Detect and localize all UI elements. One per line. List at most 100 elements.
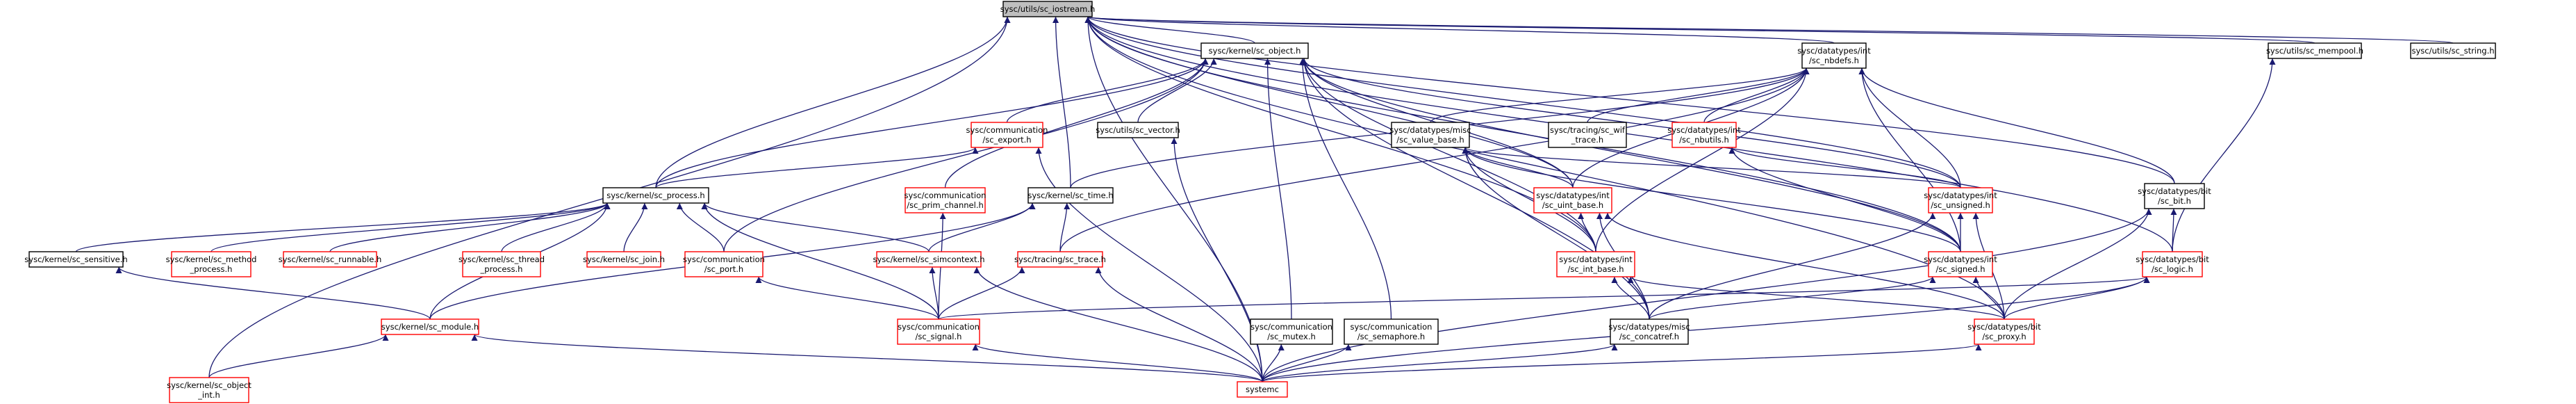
node-box[interactable] [1002, 1, 1093, 17]
node-box[interactable] [1533, 187, 1612, 213]
node-sc-mempool[interactable]: sysc/utils/sc_mempool.h [2266, 42, 2363, 59]
edge-sc_unsigned-to-sc_nbutils [1728, 147, 1961, 188]
node-sc-semaphore[interactable]: sysc/communication/sc_semaphore.h [1344, 318, 1439, 345]
node-box[interactable] [283, 251, 377, 268]
node-sc-concatref[interactable]: sysc/datatypes/misc/sc_concatref.h [1608, 318, 1690, 345]
node-box[interactable] [1928, 251, 1993, 277]
node-box[interactable] [28, 251, 124, 268]
node-sc-signed[interactable]: sysc/datatypes/int/sc_signed.h [1924, 251, 1997, 277]
node-sc-uint-base[interactable]: sysc/datatypes/int/sc_uint_base.h [1533, 187, 1612, 213]
node-box[interactable] [684, 251, 763, 277]
node-sc-iostream[interactable]: sysc/utils/sc_iostream.h [1000, 1, 1096, 17]
node-box[interactable] [1610, 318, 1689, 345]
node-sc-mutex[interactable]: sysc/communication/sc_mutex.h [1250, 318, 1333, 345]
node-box[interactable] [381, 318, 479, 335]
edge-sc_concatref-to-sc_unsigned [1649, 212, 1936, 320]
node-box[interactable] [2268, 42, 2362, 59]
edge-sc_concatref-to-sc_int_base [1611, 276, 1650, 320]
edge-sc_string-to-sc_iostream [1085, 16, 2454, 44]
node-sc-method-process[interactable]: sysc/kernel/sc_method_process.h [166, 251, 257, 277]
node-label: sysc/datatypes/int [1797, 46, 1871, 56]
node-box[interactable] [602, 187, 709, 204]
edge-sc_int_base-to-sc_nbdefs [1595, 67, 1810, 252]
node-box[interactable] [586, 251, 661, 268]
edge-sc_trace-to-sc_nbdefs [1059, 67, 1810, 252]
edge-systemc-to-sc_iostream [1084, 16, 1263, 382]
node-box[interactable] [905, 187, 986, 213]
node-box[interactable] [1556, 251, 1635, 277]
node-sc-nbutils[interactable]: sysc/datatypes/int/sc_nbutils.h [1667, 122, 1741, 148]
node-sc-runnable[interactable]: sysc/kernel/sc_runnable.h [279, 251, 382, 268]
node-box[interactable] [1391, 122, 1470, 148]
node-sc-trace[interactable]: sysc/tracing/sc_trace.h [1014, 251, 1106, 268]
node-box[interactable] [876, 251, 982, 268]
node-sc-logic[interactable]: sysc/datatypes/bit/sc_logic.h [2136, 251, 2209, 277]
node-label: sysc/communication [898, 322, 980, 332]
node-sc-thread-process[interactable]: sysc/kernel/sc_thread_process.h [459, 251, 545, 277]
node-sc-nbdefs[interactable]: sysc/datatypes/int/sc_nbdefs.h [1797, 42, 1871, 69]
edge-sc_unsigned-to-sc_value_base [1462, 147, 1961, 188]
node-sc-simcontext[interactable]: sysc/kernel/sc_simcontext.h [873, 251, 985, 268]
node-sc-vector[interactable]: sysc/utils/sc_vector.h [1096, 122, 1180, 138]
edge-sc_module-to-sc_sensitive [115, 266, 431, 320]
node-box[interactable] [1928, 187, 1993, 213]
edge-sc_semaphore-to-sc_object [1299, 58, 1392, 320]
node-box[interactable] [2142, 251, 2203, 277]
node-sc-unsigned[interactable]: sysc/datatypes/int/sc_unsigned.h [1924, 187, 1997, 213]
node-box[interactable] [1017, 251, 1103, 268]
node-label: sysc/datatypes/misc [1608, 322, 1690, 332]
node-label: sysc/kernel/sc_sensitive.h [24, 254, 127, 264]
node-box[interactable] [1801, 42, 1867, 69]
node-label: _trace.h [1571, 135, 1603, 145]
node-sc-join[interactable]: sysc/kernel/sc_join.h [583, 251, 665, 268]
node-sc-sensitive[interactable]: sysc/kernel/sc_sensitive.h [24, 251, 128, 268]
node-sc-time[interactable]: sysc/kernel/sc_time.h [1027, 187, 1114, 204]
node-sc-signal[interactable]: sysc/communication/sc_signal.h [897, 318, 980, 345]
node-box[interactable] [1344, 318, 1439, 345]
node-sc-value-base[interactable]: sysc/datatypes/misc/sc_value_base.h [1389, 122, 1471, 148]
node-box[interactable] [1097, 122, 1179, 138]
node-box[interactable] [169, 377, 249, 403]
node-sc-string[interactable]: sysc/utils/sc_string.h [2410, 42, 2496, 59]
node-box[interactable] [1200, 42, 1309, 59]
node-sc-module[interactable]: sysc/kernel/sc_module.h [381, 318, 479, 335]
node-label: sysc/kernel/sc_time.h [1027, 191, 1113, 200]
node-sc-port[interactable]: sysc/communication/sc_port.h [683, 251, 765, 277]
node-label: sysc/kernel/sc_runnable.h [279, 254, 382, 264]
node-systemc[interactable]: systemc [1237, 381, 1288, 398]
node-box[interactable] [971, 122, 1043, 148]
edge-sc_prim_channel-to-sc_object [944, 58, 1209, 188]
node-label: sysc/utils/sc_mempool.h [2266, 46, 2363, 56]
node-label: sysc/kernel/sc_thread [459, 254, 545, 264]
node-sc-wif-trace[interactable]: sysc/tracing/sc_wif_trace.h [1548, 122, 1627, 148]
node-box[interactable] [1974, 318, 2035, 345]
node-box[interactable] [897, 318, 980, 345]
node-box[interactable] [2144, 183, 2205, 209]
edge-sc_logic-to-sc_mempool [2172, 58, 2276, 252]
node-box[interactable] [1671, 122, 1737, 148]
edge-sc_thread_process-to-sc_process [501, 202, 611, 252]
node-box[interactable] [1250, 318, 1333, 345]
node-box[interactable] [2410, 42, 2496, 59]
node-sc-object-int[interactable]: sysc/kernel/sc_object_int.h [167, 377, 251, 403]
node-box[interactable] [1548, 122, 1627, 148]
edge-systemc-to-sc_semaphore [1262, 344, 1352, 382]
edge-sc_method_process-to-sc_process [210, 202, 611, 252]
node-label: /sc_int_base.h [1567, 264, 1624, 274]
node-box[interactable] [1237, 381, 1288, 398]
node-label: /sc_mutex.h [1267, 332, 1316, 341]
node-sc-object[interactable]: sysc/kernel/sc_object.h [1200, 42, 1309, 59]
node-sc-process[interactable]: sysc/kernel/sc_process.h [602, 187, 709, 204]
node-sc-prim-channel[interactable]: sysc/communication/sc_prim_channel.h [905, 187, 986, 213]
node-box[interactable] [1027, 187, 1114, 204]
node-box[interactable] [171, 251, 251, 277]
edge-sc_signal-to-sc_port [755, 276, 939, 320]
node-label: sysc/datatypes/bit [1967, 322, 2041, 332]
node-sc-bit[interactable]: sysc/datatypes/bit/sc_bit.h [2138, 183, 2211, 209]
node-label: sysc/kernel/sc_simcontext.h [873, 254, 984, 264]
node-label: sysc/datatypes/int [1924, 254, 1997, 264]
node-sc-export[interactable]: sysc/communication/sc_export.h [966, 122, 1048, 148]
node-sc-int-base[interactable]: sysc/datatypes/int/sc_int_base.h [1556, 251, 1635, 277]
node-sc-proxy[interactable]: sysc/datatypes/bit/sc_proxy.h [1967, 318, 2041, 345]
node-box[interactable] [462, 251, 541, 277]
